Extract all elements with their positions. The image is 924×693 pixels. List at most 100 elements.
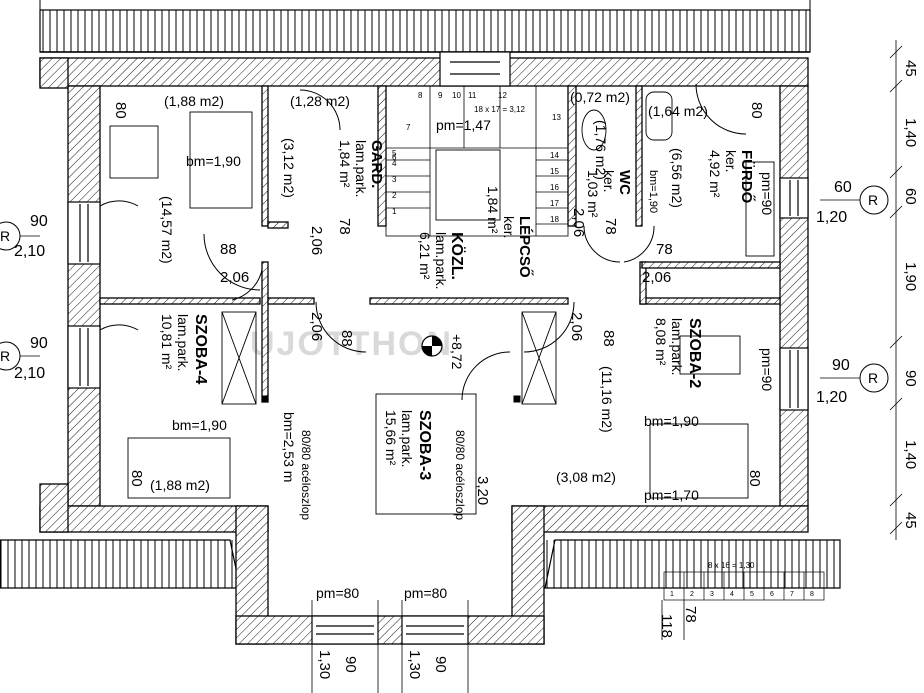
stair-step-number: 11 xyxy=(468,91,477,100)
level-marker xyxy=(421,335,443,357)
room-area: 8,08 m² xyxy=(653,318,669,366)
stair-step-number: 7 xyxy=(406,123,411,132)
stair-step-number: 14 xyxy=(550,151,559,160)
stair-step-number: 9 xyxy=(438,91,443,100)
stair-step-number: 10 xyxy=(452,91,461,100)
dim: 90 xyxy=(342,656,359,673)
stair-step-number: 17 xyxy=(550,199,559,208)
room-furdo: FÜRDŐ ker. 4,92 m² xyxy=(707,150,756,204)
bm-label: bm=1,90 xyxy=(644,413,699,429)
height-labels: bm=1,90 bm=1,90 bm=1,90 bm=1,90 bm=2,53 … xyxy=(172,105,775,601)
room-floor: lam.park. xyxy=(399,410,415,468)
dim: 78 xyxy=(682,606,699,623)
dim: 78 xyxy=(602,218,619,235)
dim: 88 xyxy=(220,241,237,258)
dim: 1,20 xyxy=(816,389,847,406)
dim: 78 xyxy=(656,241,673,258)
room-name: FÜRDŐ xyxy=(738,150,756,204)
sub-area: (1,88 m2) xyxy=(150,477,210,493)
bm-label: bm=2,53 m xyxy=(281,412,297,482)
room-szoba4: SZOBA-4 lam.park. 10,81 m² xyxy=(159,314,209,384)
dim: 80 xyxy=(112,102,129,119)
dim: 2,10 xyxy=(14,243,45,260)
dim: 60 xyxy=(834,179,852,196)
bm-label: bm=1,90 xyxy=(647,170,659,213)
stair-step-number: 6 xyxy=(392,153,397,162)
room-name: KÖZL. xyxy=(448,232,467,280)
sub-area: (1,88 m2) xyxy=(164,93,224,109)
pm-label: pm=90 xyxy=(759,172,775,215)
staircase xyxy=(385,85,569,237)
dim: 90 xyxy=(902,370,919,387)
sub-area: (3,12 m2) xyxy=(281,138,297,198)
r-markers: R R R R xyxy=(0,185,889,393)
pm-label: pm=90 xyxy=(759,348,775,391)
room-floor: ker. xyxy=(501,216,517,239)
exterior-stair-step-number: 1 xyxy=(670,591,674,598)
stair-calc: 18 x 17 = 3,12 xyxy=(474,105,525,114)
r-marker: R xyxy=(0,228,10,244)
dim: 45 xyxy=(902,512,919,529)
roof-eaves xyxy=(0,0,841,589)
sub-area: (3,08 m2) xyxy=(556,469,616,485)
dim: 80 xyxy=(746,470,763,487)
sub-area: (1,64 m2) xyxy=(648,103,708,119)
room-floor: lam.park. xyxy=(175,314,191,372)
sub-area: (14,57 m2) xyxy=(159,196,175,264)
stair-step-number: 18 xyxy=(550,215,559,224)
dim: 1,40 xyxy=(902,118,919,147)
dim: 88 xyxy=(600,330,617,347)
exterior-stair-step-number: 3 xyxy=(710,591,714,598)
dim: 60 xyxy=(902,188,919,205)
room-floor: lam.park. xyxy=(669,318,685,376)
room-name: GARD. xyxy=(368,140,385,188)
dim: 3,20 xyxy=(474,476,491,505)
bottom-dimension-chain: 1,30 90 1,30 90 118 78 xyxy=(316,606,699,679)
dim: 2,06 xyxy=(568,312,585,341)
steel-columns xyxy=(261,395,521,403)
sub-area-labels: (1,88 m2) (1,28 m2) (0,72 m2) (1,64 m2) … xyxy=(150,89,708,493)
room-lepcso: LÉPCSŐ ker. 1,84 m² xyxy=(485,186,534,278)
room-floor: ker. xyxy=(601,170,617,193)
stair-calc: 8 x 16 = 1,30 xyxy=(708,561,755,570)
exterior-stair-step-number: 7 xyxy=(790,591,794,598)
room-floor: lam.park. xyxy=(353,140,369,198)
pm-label: pm=80 xyxy=(404,585,447,601)
sub-area: (1,76 m2) xyxy=(593,120,609,180)
dim: 118 xyxy=(658,614,675,638)
dim: 1,30 xyxy=(406,650,423,679)
stair-step-number: 8 xyxy=(418,91,423,100)
dim: 90 xyxy=(30,213,48,230)
room-area: 10,81 m² xyxy=(159,314,175,370)
room-szoba2: SZOBA-2 lam.park. 8,08 m² xyxy=(653,318,703,388)
dim: 2,06 xyxy=(308,226,325,255)
stair-step-number: 16 xyxy=(550,183,559,192)
exterior-stair-step-number: 8 xyxy=(810,591,814,598)
room-area: 1,84 m² xyxy=(337,140,353,188)
room-name: WC xyxy=(616,170,633,195)
room-name: SZOBA-4 xyxy=(192,314,209,384)
room-floor: lam.park. xyxy=(433,232,449,290)
sub-area: (1,28 m2) xyxy=(290,93,350,109)
dim: 2,06 xyxy=(308,312,325,341)
stair-step-number: 5 xyxy=(392,149,397,158)
stair-step-number: 12 xyxy=(498,91,507,100)
dim: 90 xyxy=(832,357,850,374)
stair-step-number: 3 xyxy=(392,175,397,184)
room-area: 1,84 m² xyxy=(485,186,501,234)
room-area: 1,03 m² xyxy=(585,170,601,218)
room-wc: WC ker. 1,03 m² xyxy=(585,170,633,218)
pm-label: pm=80 xyxy=(316,585,359,601)
dim: 80 xyxy=(748,102,765,119)
dim: 88 xyxy=(338,330,355,347)
sub-area: (0,72 m2) xyxy=(570,89,630,105)
dim: 78 xyxy=(336,218,353,235)
column-label: 80/80 acéloszlop xyxy=(299,430,313,520)
room-gard: GARD. lam.park. 1,84 m² xyxy=(337,140,385,198)
door-swings xyxy=(99,83,747,401)
pm-label: pm=1,47 xyxy=(436,117,491,133)
stair-step-number: 15 xyxy=(550,167,559,176)
dim: 1,20 xyxy=(816,209,847,226)
